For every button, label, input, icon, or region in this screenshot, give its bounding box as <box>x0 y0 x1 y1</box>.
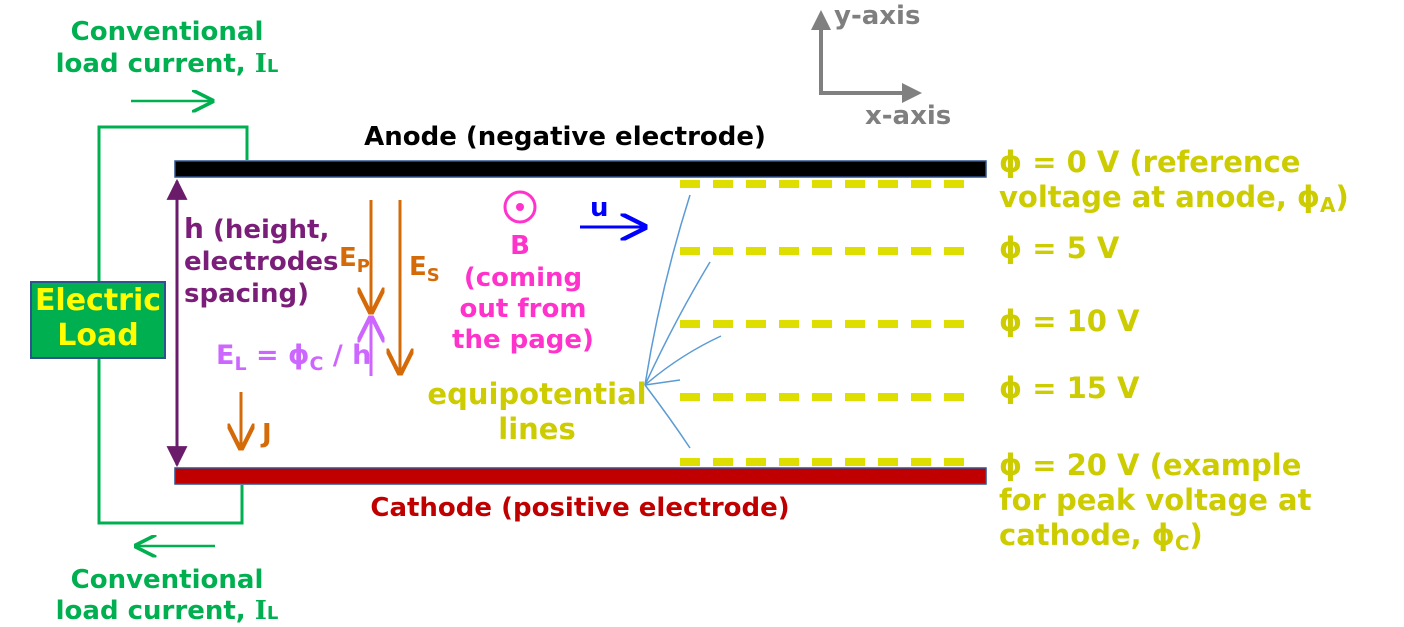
height-label-3: spacing) <box>184 279 309 309</box>
electric-load-label-2: Load <box>57 318 138 353</box>
height-label-2: electrodes <box>184 247 338 277</box>
phi-20-label-1: ϕ = 20 V (example <box>999 448 1301 482</box>
electric-load-box <box>30 281 166 359</box>
circuit-wire-bottom <box>97 358 244 525</box>
top-current-label-2: load current, IL <box>56 49 279 79</box>
b-field-dot <box>516 203 524 211</box>
pointer-line-15 <box>644 379 681 386</box>
el-formula: EL = ϕC / h <box>216 340 371 375</box>
phi-5-label: ϕ = 5 V <box>999 231 1120 265</box>
equipotential-caption-2: lines <box>498 412 575 446</box>
height-label-1: h (height, <box>184 212 329 245</box>
phi-0-label-2: voltage at anode, ϕA) <box>999 180 1349 217</box>
circuit-wire-top <box>97 125 249 282</box>
anode-label: Anode (negative electrode) <box>364 122 766 152</box>
bottom-current-label-1: Conventional <box>71 565 264 595</box>
equipotential-caption-1: equipotential <box>427 377 646 411</box>
phi-15-label: ϕ = 15 V <box>999 371 1140 405</box>
x-axis-label: x-axis <box>865 101 951 131</box>
pointer-line-20 <box>644 384 691 449</box>
phi-20-label-2: for peak voltage at <box>999 483 1312 517</box>
equipotential-pointers <box>644 194 722 449</box>
pointer-line-5 <box>644 261 711 386</box>
b-text-1: (coming <box>464 263 582 293</box>
b-text-3: the page) <box>452 325 594 355</box>
b-label: B <box>510 231 530 261</box>
equipotential-lines <box>680 180 975 466</box>
ep-label: EP <box>339 243 370 277</box>
bottom-current-label-2: load current, IL <box>56 596 279 626</box>
top-current-label-1: Conventional <box>71 17 264 47</box>
j-label: J <box>260 419 272 449</box>
phi-0-label-1: ϕ = 0 V (reference <box>999 145 1300 179</box>
es-label: ES <box>409 252 440 286</box>
cathode-label: Cathode (positive electrode) <box>370 493 789 523</box>
cathode-plate <box>174 467 987 485</box>
phi-20-label-3: cathode, ϕC) <box>999 518 1203 555</box>
b-field-symbol <box>503 190 537 224</box>
pointer-line-0 <box>644 194 691 386</box>
pointer-line-10 <box>644 335 722 386</box>
electric-load-label-1: Electric <box>35 283 161 318</box>
u-label: u <box>590 193 609 223</box>
y-axis-label: y-axis <box>834 1 920 31</box>
anode-plate <box>174 160 987 178</box>
b-text-2: out from <box>460 294 587 324</box>
phi-10-label: ϕ = 10 V <box>999 304 1140 338</box>
